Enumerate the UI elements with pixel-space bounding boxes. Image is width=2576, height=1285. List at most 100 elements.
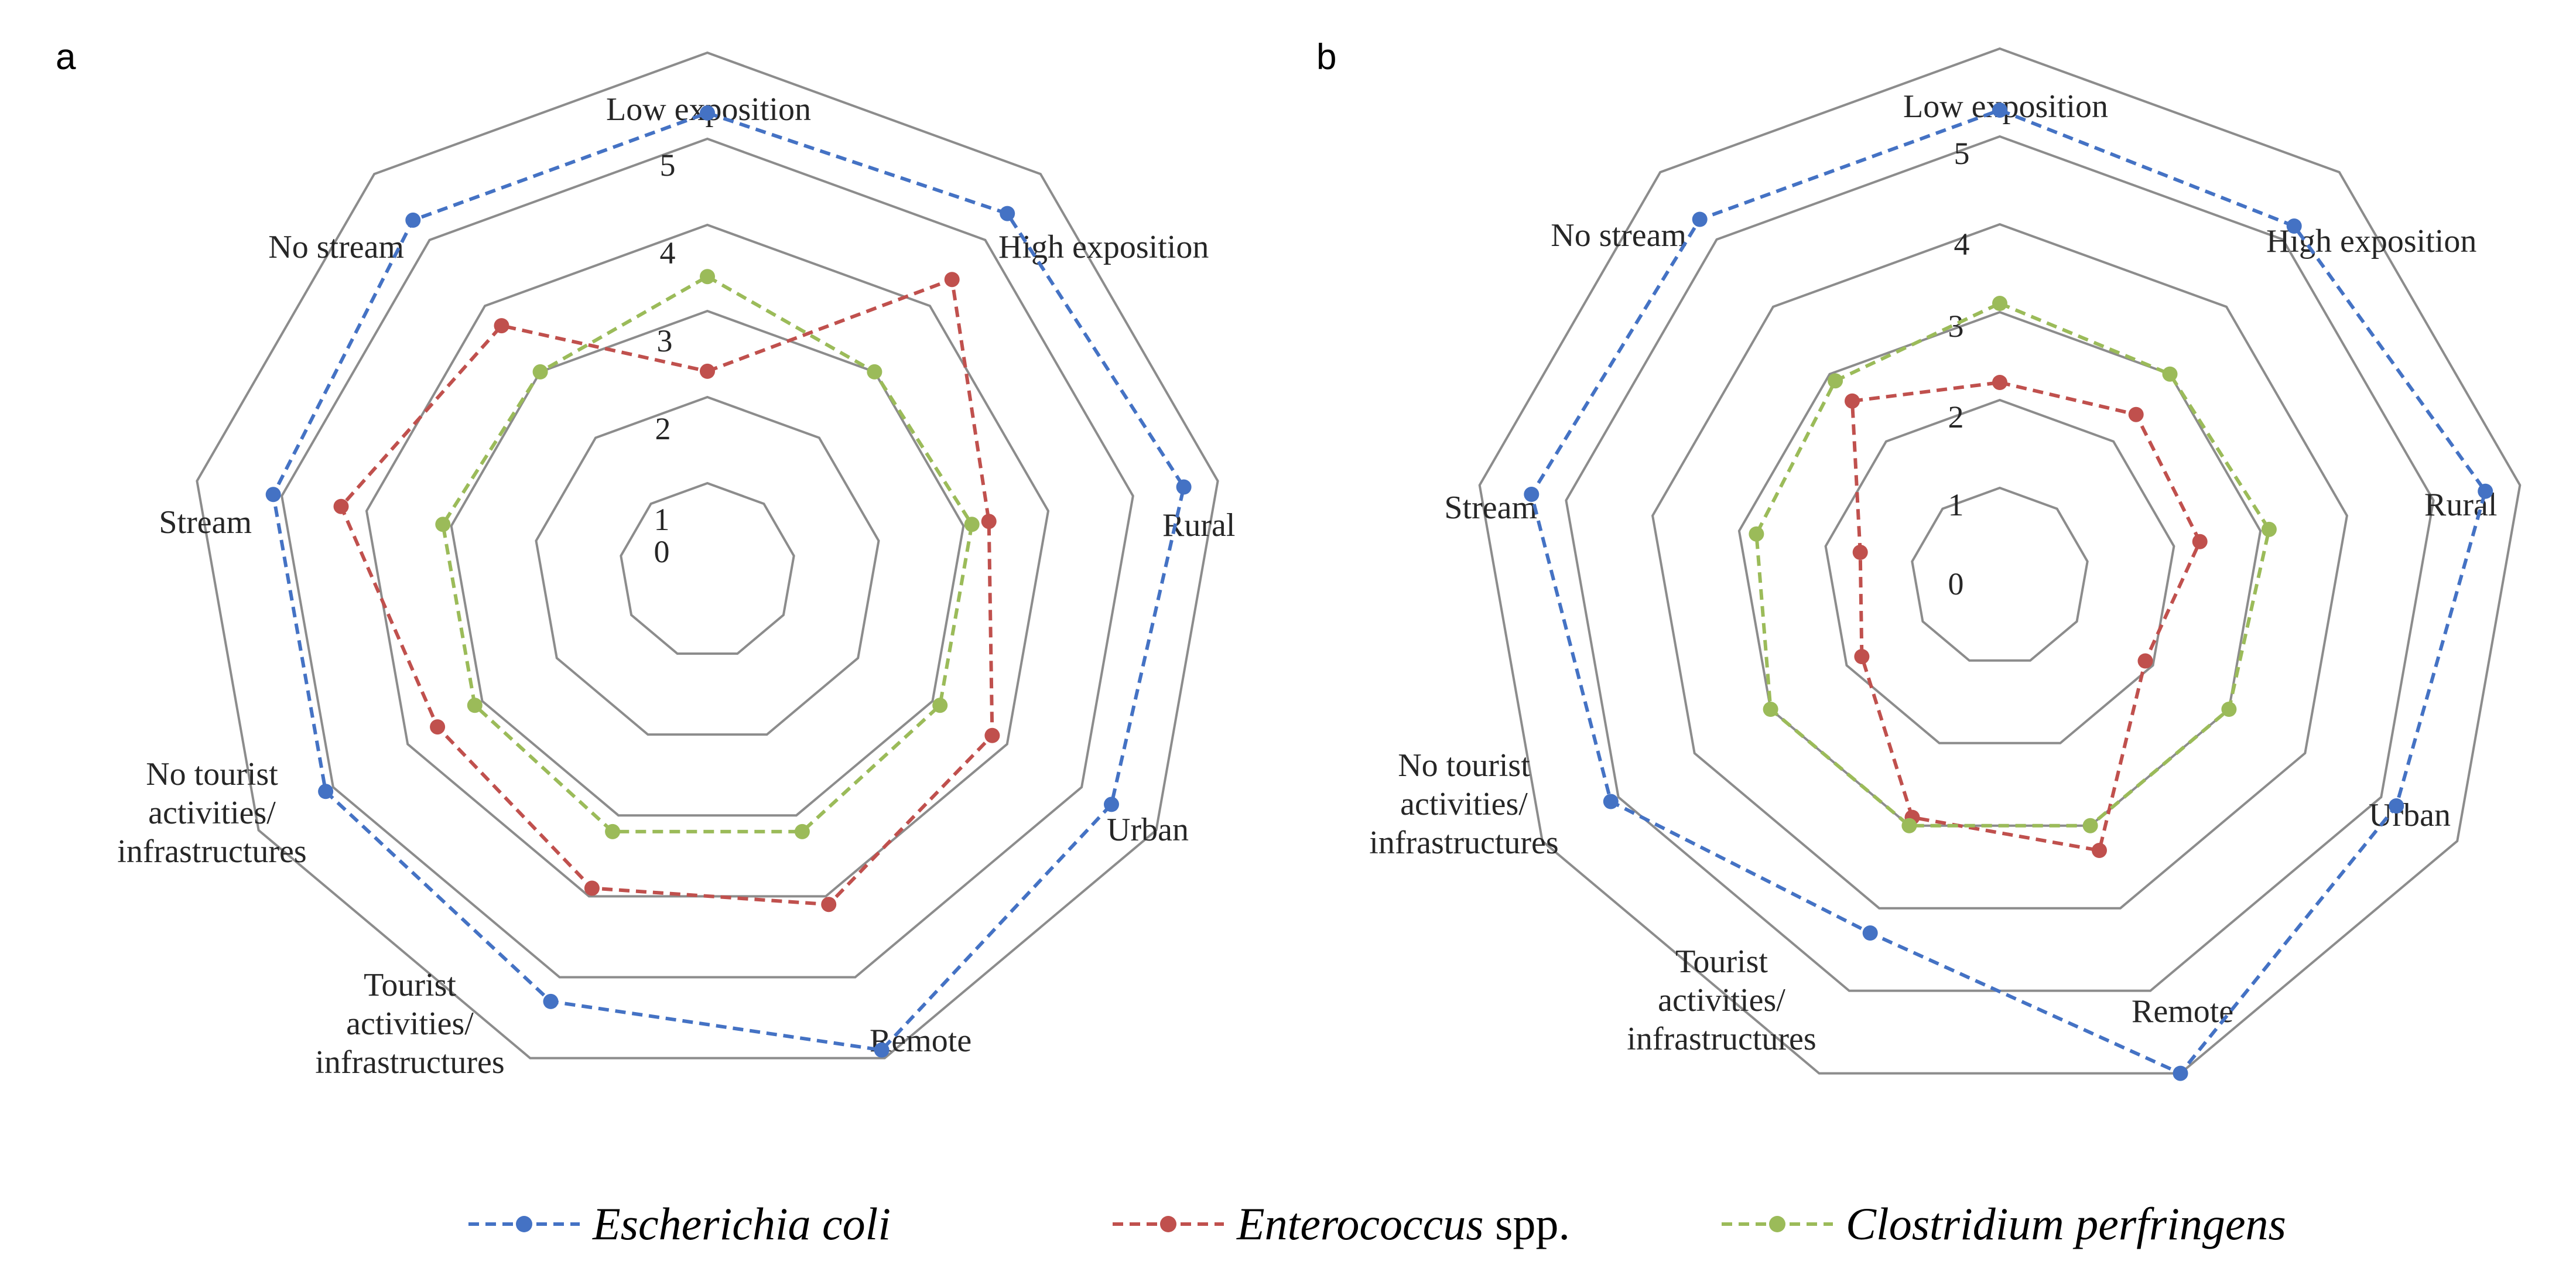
data-point — [494, 318, 509, 334]
data-point — [2082, 818, 2098, 833]
data-point — [2221, 702, 2237, 717]
tick-label: 0 — [1948, 566, 1964, 602]
data-point — [700, 363, 715, 379]
data-point — [1763, 702, 1778, 717]
legend-label: Clostridium perfringens — [1846, 1198, 2286, 1249]
data-point — [1176, 479, 1192, 495]
tick-label: 1 — [654, 502, 670, 537]
tick-label: 2 — [655, 411, 671, 446]
tick-label: 1 — [1948, 487, 1964, 522]
tick-label: 3 — [657, 323, 673, 358]
panel-label: b — [1316, 37, 1336, 77]
data-point — [430, 719, 446, 735]
data-point — [932, 698, 948, 713]
data-point — [984, 727, 1000, 743]
data-point — [2128, 406, 2144, 422]
panel-label: a — [56, 37, 76, 77]
tick-label: 4 — [660, 235, 676, 271]
axis-label: High exposition — [998, 229, 1209, 265]
data-point — [1854, 649, 1870, 664]
data-point — [1524, 487, 1540, 502]
grid-ring — [280, 137, 1134, 979]
data-point — [532, 364, 548, 380]
data-point — [2192, 534, 2208, 549]
series-1 — [1524, 102, 2493, 1081]
data-point — [1692, 211, 1708, 227]
axis-label: Remote — [2132, 993, 2233, 1030]
grid-ring — [1565, 135, 2435, 992]
legend: Escherichia coli Enterococcus spp. Clostri… — [468, 1198, 2286, 1249]
data-point — [1104, 797, 1119, 812]
data-point — [1828, 373, 1843, 389]
series-line — [1850, 380, 2202, 853]
data-point — [405, 212, 421, 228]
grid-ring — [196, 51, 1219, 1060]
grid-ring — [1478, 47, 2522, 1075]
data-point — [2261, 521, 2277, 537]
data-point — [1000, 206, 1015, 221]
data-point — [1862, 925, 1878, 941]
data-point — [981, 514, 997, 529]
grid-ring — [450, 309, 965, 817]
legend-label: Enterococcus spp. — [1236, 1198, 1570, 1249]
axis-label: Urban — [2369, 797, 2451, 833]
data-point — [2389, 798, 2404, 814]
data-point — [318, 784, 334, 799]
axis-label: Stream — [159, 504, 252, 541]
data-point — [2173, 1065, 2188, 1081]
data-point — [584, 880, 600, 896]
tick-label: 5 — [660, 148, 676, 183]
data-point — [821, 897, 837, 913]
data-point — [2478, 483, 2493, 499]
grid-ring — [1824, 398, 2175, 744]
grid-ring — [620, 481, 795, 655]
data-point — [1992, 296, 2007, 311]
data-point — [333, 498, 349, 514]
tick-label: 0 — [654, 534, 670, 569]
data-point — [605, 823, 621, 839]
tick-label: 5 — [1954, 136, 1970, 171]
grid-ring — [365, 223, 1050, 898]
data-point — [2137, 653, 2153, 669]
data-point — [2092, 843, 2107, 858]
series-line — [1754, 301, 2271, 828]
legend-item: Escherichia coli — [468, 1198, 891, 1249]
series-1 — [265, 105, 1192, 1058]
data-point — [700, 105, 715, 121]
axis-label: Stream — [1444, 490, 1537, 526]
series-line — [271, 111, 1186, 1052]
series-3 — [435, 269, 980, 839]
data-point — [467, 698, 483, 713]
data-point — [1992, 102, 2007, 118]
data-point — [964, 517, 980, 532]
data-point — [265, 487, 281, 503]
axis-label: No stream — [268, 229, 404, 265]
grid-ring — [535, 395, 880, 736]
series-line — [1530, 108, 2488, 1076]
axis-label: No stream — [1551, 217, 1686, 254]
legend-swatch-marker — [1160, 1216, 1176, 1232]
axis-label: Urban — [1107, 812, 1189, 848]
data-point — [1852, 545, 1868, 560]
data-point — [435, 517, 451, 532]
legend-swatch-marker — [516, 1216, 532, 1232]
data-point — [2162, 366, 2178, 382]
data-point — [794, 823, 810, 839]
data-point — [543, 993, 559, 1009]
legend-item: Clostridium perfringens — [1722, 1198, 2286, 1249]
grid-ring — [1911, 486, 2089, 662]
grid-ring — [1651, 223, 2348, 910]
data-point — [1845, 393, 1860, 409]
series-2 — [1845, 375, 2208, 858]
data-point — [700, 269, 715, 285]
data-point — [1749, 526, 1764, 542]
data-point — [874, 1042, 890, 1058]
data-point — [1603, 794, 1619, 809]
legend-label: Escherichia coli — [592, 1198, 891, 1249]
